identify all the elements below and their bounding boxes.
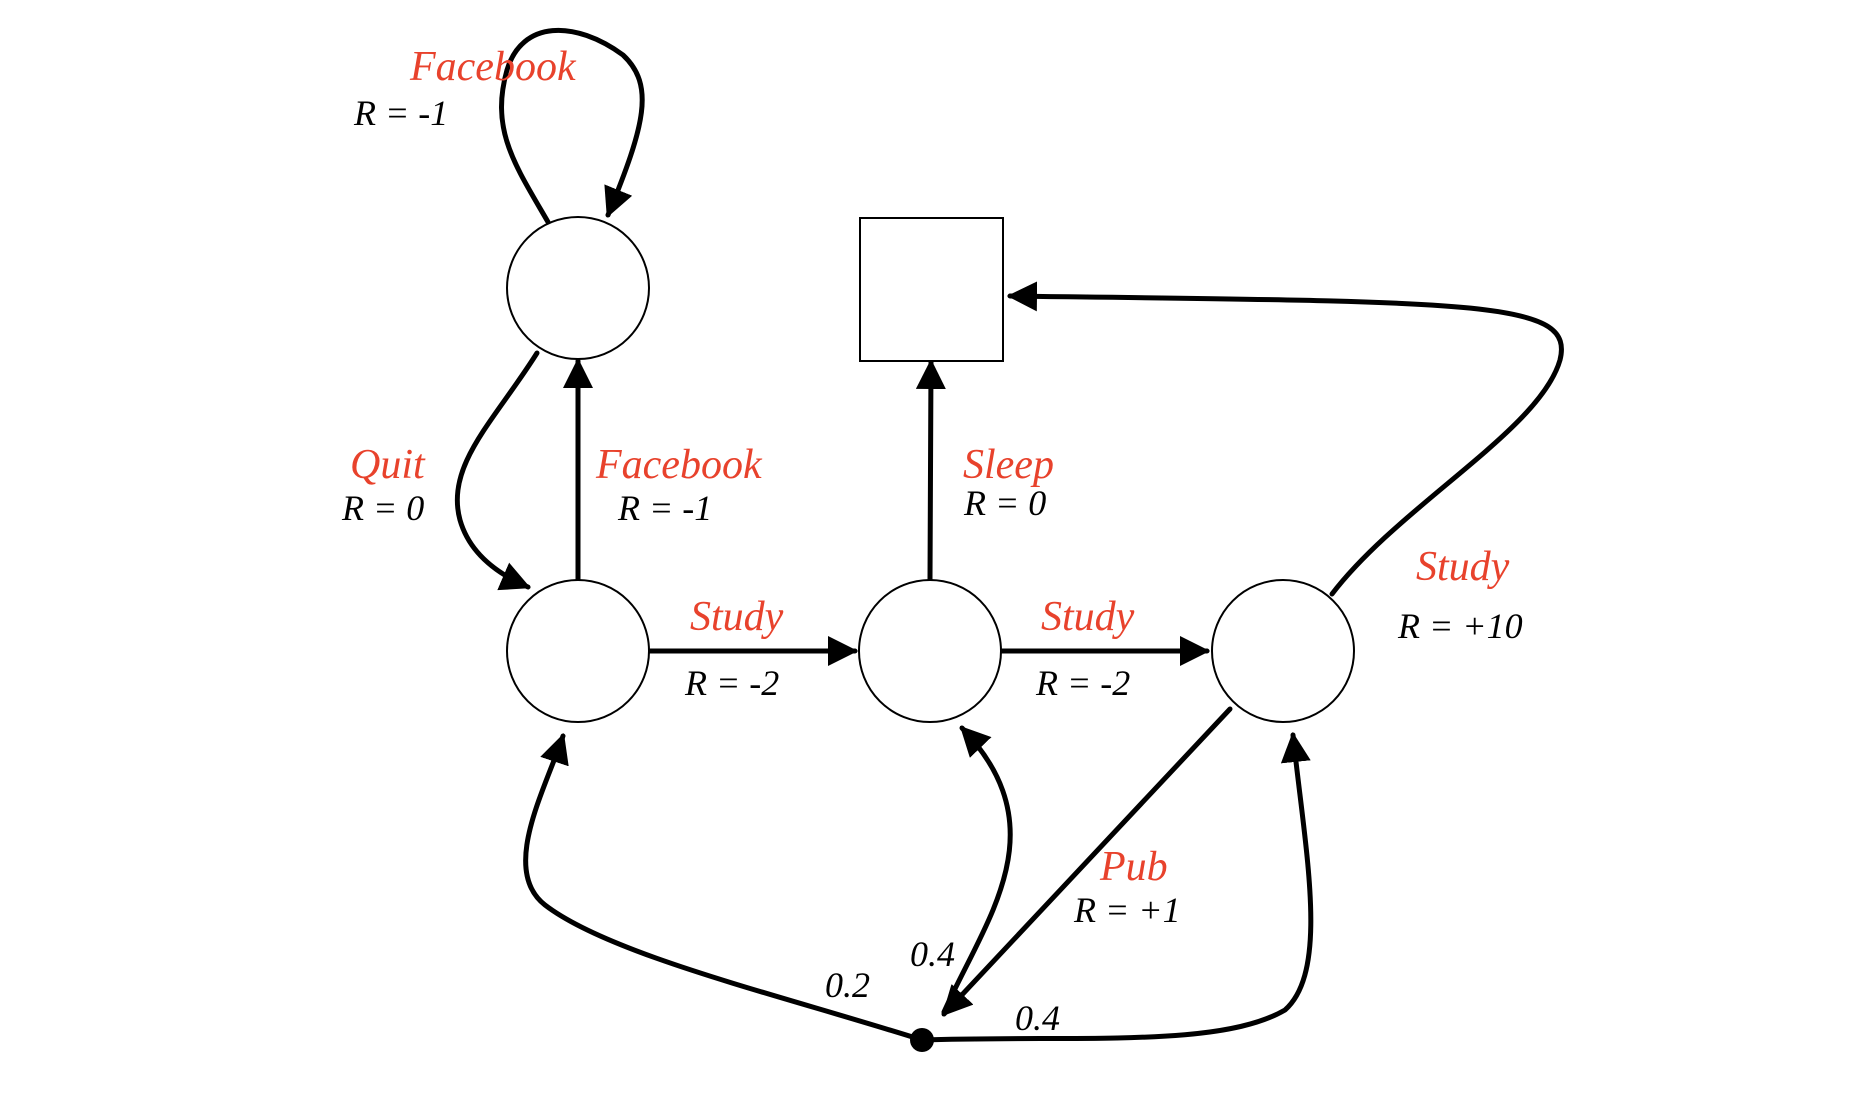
prob-label-class3: 0.4 [1015, 998, 1060, 1038]
reward-label-study-1: R = -2 [684, 663, 779, 703]
reward-label-quit: R = 0 [341, 488, 424, 528]
quit-edge [454, 350, 540, 591]
action-label-study-3: Study [1416, 544, 1510, 590]
study-3-edge [1007, 281, 1564, 597]
action-label-pub: Pub [1099, 844, 1168, 890]
prob-label-class2: 0.4 [910, 934, 955, 974]
state-sleep-terminal [859, 217, 1004, 362]
pub-edge [941, 706, 1233, 1017]
chance-node-pub [910, 1028, 934, 1052]
reward-label-facebook-loop: R = -1 [353, 93, 448, 133]
reward-label-sleep: R = 0 [963, 483, 1046, 523]
state-facebook [506, 216, 650, 360]
facebook-loop-edge [499, 27, 645, 225]
prob-edge-class3 [919, 732, 1314, 1043]
reward-label-study-3: R = +10 [1397, 606, 1523, 646]
action-label-quit: Quit [350, 442, 426, 488]
reward-label-pub: R = +1 [1073, 890, 1181, 930]
reward-label-study-2: R = -2 [1035, 663, 1130, 703]
prob-label-class1: 0.2 [825, 965, 870, 1005]
action-label-facebook-up: Facebook [595, 442, 763, 488]
state-class3 [1211, 579, 1355, 723]
reward-label-facebook-up: R = -1 [617, 488, 712, 528]
prob-edge-class2 [941, 725, 1013, 1015]
action-label-study-1: Study [690, 594, 784, 640]
action-label-sleep: Sleep [963, 442, 1054, 488]
prob-edge-class1 [523, 733, 925, 1043]
state-class1 [506, 579, 650, 723]
sleep-edge [915, 359, 946, 582]
action-label-facebook-loop: Facebook [409, 44, 577, 90]
action-label-study-2: Study [1041, 594, 1135, 640]
state-class2 [858, 579, 1002, 723]
